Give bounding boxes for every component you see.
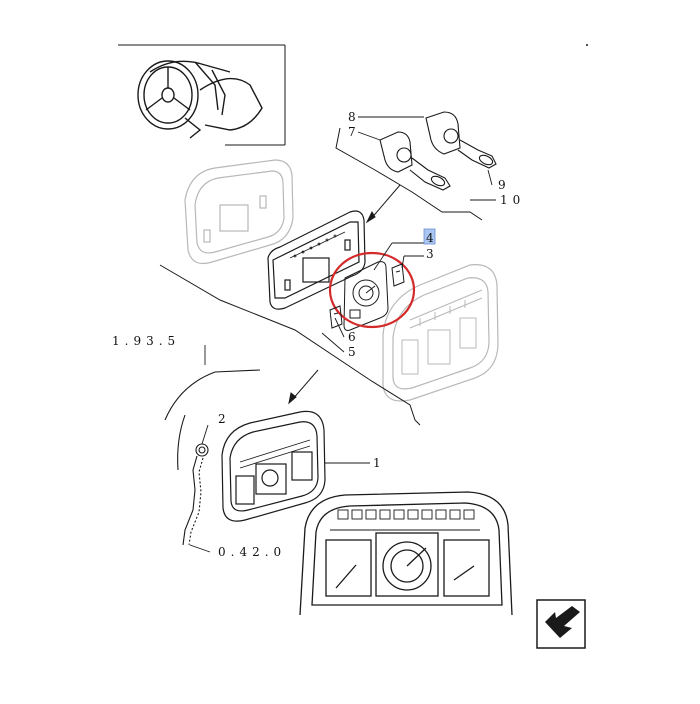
ghost-panel-upper <box>184 159 294 265</box>
callout-6: 6 <box>348 330 356 344</box>
cable-assembly <box>164 369 261 546</box>
front-cluster <box>299 491 513 616</box>
callout-9: 9 <box>498 178 506 192</box>
callout-3: 3 <box>426 247 434 261</box>
arrow-return-icon[interactable] <box>536 599 586 649</box>
highlight-circle <box>328 251 416 329</box>
callout-7: 7 <box>348 125 356 139</box>
callout-5: 5 <box>348 345 356 359</box>
callout-1: 1 <box>373 456 381 470</box>
instrument-meter <box>343 261 389 331</box>
main-cluster <box>221 410 326 522</box>
reference-bottom: 0.42.0 <box>218 545 286 559</box>
ghost-panel-right <box>382 264 499 402</box>
callout-8: 8 <box>348 110 356 124</box>
callout-4: 4 <box>426 231 434 245</box>
dashboard-panel <box>267 210 366 310</box>
bracket-parts <box>329 263 405 329</box>
exploded-view-frame <box>159 127 483 426</box>
inset-tractor-view <box>118 44 286 146</box>
leader-lines <box>189 116 496 553</box>
corner-dot <box>586 44 588 46</box>
reference-top: 1.93.5 <box>112 334 180 348</box>
callout-10: 10 <box>500 193 525 207</box>
highlight-box <box>423 228 436 245</box>
switch-assembly <box>379 111 497 191</box>
callout-2: 2 <box>218 412 226 426</box>
